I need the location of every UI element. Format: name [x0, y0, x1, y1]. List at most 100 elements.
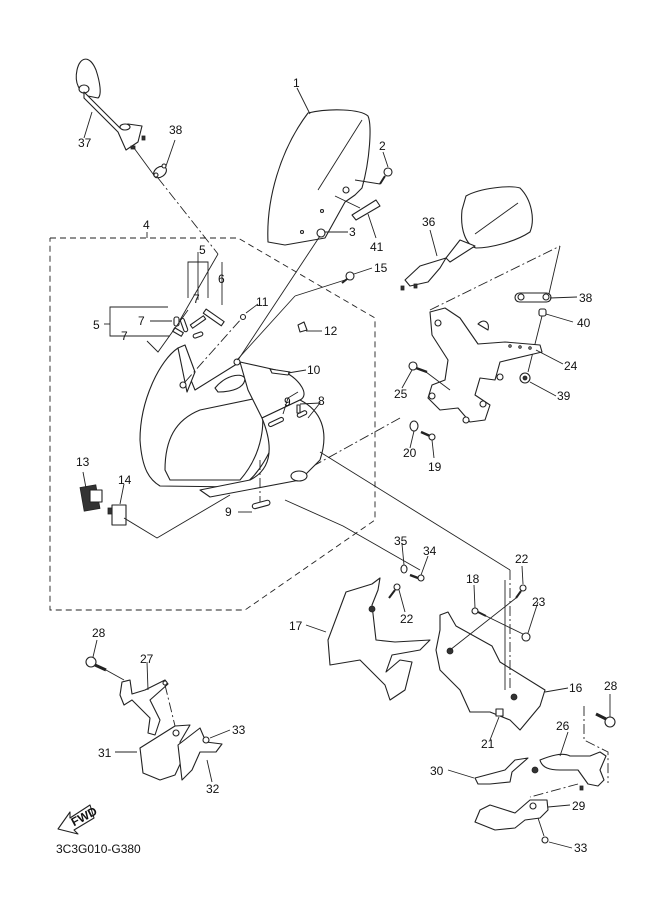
mount-line-25 — [425, 371, 451, 391]
leader-1 — [296, 87, 311, 115]
mirror-left-37 — [75, 58, 146, 151]
callout-30: 30 — [430, 764, 444, 778]
assembly-4-boundary — [49, 237, 376, 611]
leader-19 — [431, 439, 435, 459]
mount-line-18 — [319, 451, 511, 571]
stay-24 — [427, 307, 543, 424]
plate-38-right — [514, 292, 552, 303]
screw-2 — [379, 167, 393, 185]
callout-40: 40 — [577, 316, 591, 330]
leader-37 — [133, 147, 157, 179]
mount-line-18b — [485, 615, 526, 636]
callout-7-left-a: 7 — [138, 314, 145, 328]
plate-38-left — [153, 163, 167, 179]
callout-32: 32 — [206, 782, 220, 796]
callout-26: 26 — [556, 719, 570, 733]
damper-30 — [474, 757, 529, 785]
leader-23 — [527, 601, 539, 634]
screw-33-right — [541, 836, 549, 844]
side-panel-16 — [435, 611, 546, 731]
leader-21 — [489, 716, 500, 741]
leader-24 — [535, 349, 564, 365]
callout-14: 14 — [118, 473, 132, 487]
leader-35 — [401, 543, 405, 566]
washer-35 — [400, 564, 408, 574]
callout-11: 11 — [256, 295, 269, 309]
screw-34 — [409, 573, 425, 582]
screw-33-left — [202, 736, 210, 744]
leader-25 — [401, 369, 413, 389]
leader-29 — [547, 804, 571, 808]
leader-10 — [287, 369, 307, 374]
callout-38-right: 38 — [579, 291, 593, 305]
leader-36 — [429, 229, 438, 257]
callout-24: 24 — [564, 359, 578, 373]
screw-22-left — [388, 583, 401, 599]
callout-6: 6 — [218, 272, 225, 286]
callout-41: 41 — [370, 240, 384, 254]
callout-12: 12 — [324, 324, 338, 338]
mirror-mount-line-right-2 — [547, 245, 561, 299]
callout-27: 27 — [140, 652, 154, 666]
mirror-mount-line-right — [429, 245, 561, 311]
leader-9-top — [282, 391, 299, 415]
callout-34: 34 — [423, 544, 437, 558]
leader-27 — [146, 661, 149, 691]
mount-line-41 — [334, 195, 361, 209]
collar-23 — [521, 632, 531, 642]
callout-22-right: 22 — [515, 552, 529, 566]
callout-1: 1 — [293, 76, 300, 90]
nut-21 — [495, 708, 504, 717]
callout-2: 2 — [379, 139, 386, 153]
callout-19: 19 — [428, 460, 442, 474]
washer-20 — [409, 420, 419, 432]
callout-21: 21 — [481, 737, 495, 751]
fwd-label: FWD — [69, 804, 100, 829]
strips-6-7 — [172, 308, 225, 339]
collar-40 — [538, 308, 547, 317]
callout-10: 10 — [307, 363, 321, 377]
callout-35: 35 — [394, 534, 408, 548]
mount-line-27 — [164, 684, 177, 731]
callout-33-right: 33 — [574, 841, 588, 855]
callout-22-left: 22 — [400, 612, 414, 626]
damper-32 — [177, 727, 223, 781]
callout-4: 4 — [143, 218, 150, 232]
callout-5-top: 5 — [199, 243, 206, 257]
mirror-mount-line-left-2 — [179, 253, 219, 321]
screw-22-right — [515, 584, 527, 599]
leader-18 — [473, 584, 476, 609]
leader-20 — [409, 430, 415, 449]
callout-29: 29 — [572, 799, 586, 813]
mirror-right-36 — [400, 186, 533, 291]
leader-22-right — [521, 565, 524, 585]
bolt-28-left — [85, 656, 107, 672]
leader-16 — [544, 687, 569, 693]
leader-22-left — [398, 589, 406, 613]
grommet-11 — [239, 313, 247, 321]
windshield-1 — [267, 109, 371, 246]
callout-9-top: 9 — [284, 395, 291, 409]
mount-line-15b — [294, 279, 346, 297]
bolt-25 — [408, 361, 428, 374]
leader-17 — [305, 624, 327, 633]
mount-line-2 — [354, 179, 381, 185]
mirror-mount-line-left — [157, 177, 219, 255]
fwd-arrow-icon — [57, 804, 95, 835]
leader-37-tag — [83, 111, 93, 139]
drawing-code: 3C3G010-G380 — [56, 842, 141, 856]
leader-14 — [119, 483, 125, 505]
callout-16: 16 — [569, 681, 583, 695]
leader-2 — [382, 151, 389, 168]
screw-15 — [341, 271, 355, 284]
connector-13 — [79, 484, 103, 512]
pad-14 — [107, 504, 127, 526]
mount-line-40 — [527, 315, 543, 373]
leader-33-left — [209, 729, 231, 739]
leader-40 — [545, 313, 574, 323]
leader-11 — [245, 303, 259, 314]
callout-7-left-b: 7 — [121, 329, 128, 343]
label-10 — [269, 368, 291, 376]
callout-17: 17 — [289, 619, 303, 633]
